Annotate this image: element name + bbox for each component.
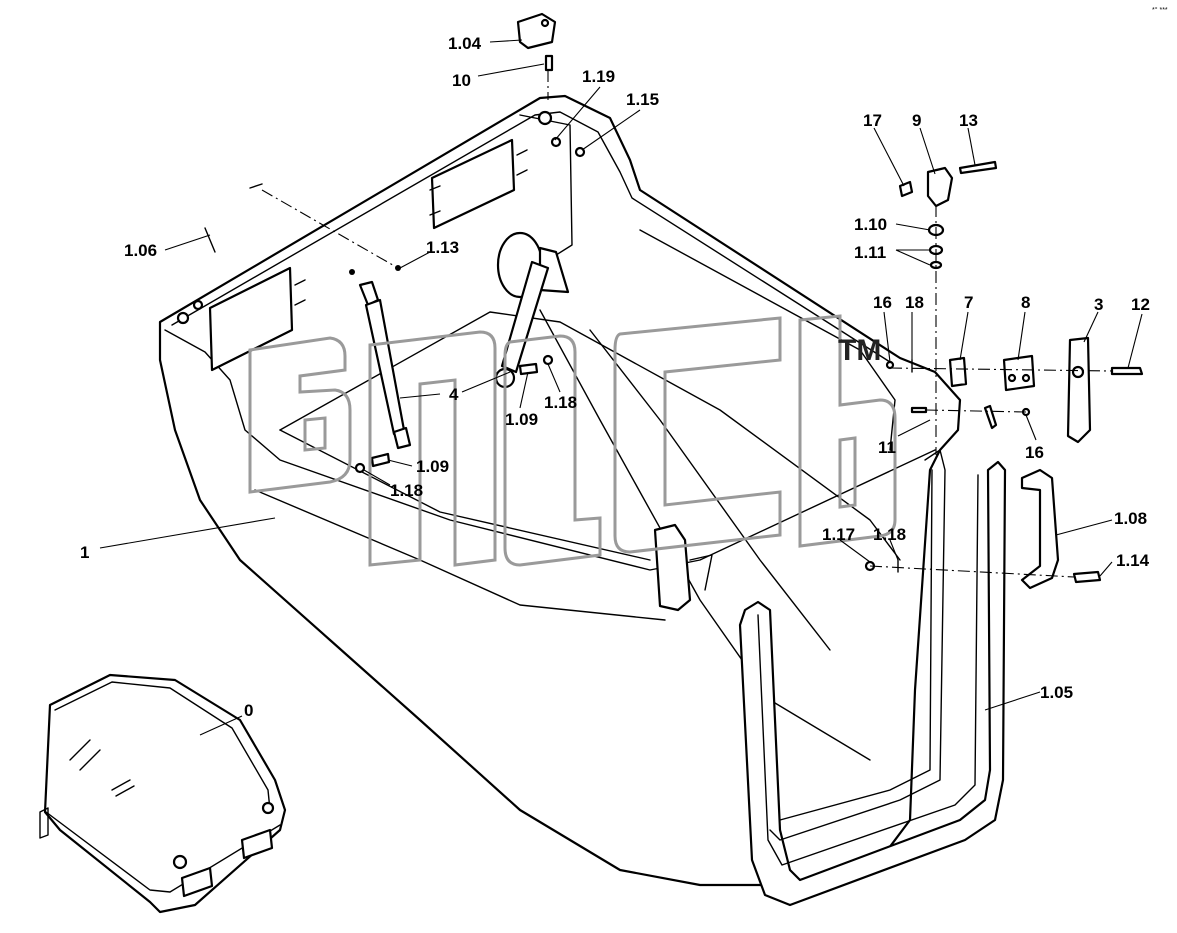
latch-assembly <box>898 160 998 270</box>
collector-side-crease <box>254 489 666 621</box>
part-12-bolt <box>1110 366 1144 376</box>
callout-8: 8 <box>1021 293 1030 312</box>
cover <box>39 673 287 914</box>
callout-1-13: 1.13 <box>426 238 459 257</box>
callout-1-10: 1.10 <box>854 215 887 234</box>
callout-12: 12 <box>1131 295 1150 314</box>
seal-outer <box>738 460 1007 907</box>
callout-1-18-right: 1.18 <box>873 525 906 544</box>
watermark-trademark: TM <box>838 334 881 367</box>
collector-floor <box>279 311 901 561</box>
part-11-pin <box>983 404 998 430</box>
callout-1-17: 1.17 <box>822 525 855 544</box>
callout-1: 1 <box>80 543 89 562</box>
callout-13: 13 <box>959 111 978 130</box>
screw-1-09-upper <box>518 362 539 376</box>
collector-inner-diagonal <box>539 309 871 761</box>
callout-1-18-upper: 1.18 <box>544 393 577 412</box>
callout-1-09-lower: 1.09 <box>416 457 449 476</box>
assembly-lines <box>261 70 1113 578</box>
gas-strut-right <box>494 231 570 389</box>
hinge-group <box>885 336 1144 444</box>
door-seal-frame <box>738 449 1007 907</box>
callout-0: 0 <box>244 701 253 720</box>
callout-10: 10 <box>452 71 471 90</box>
latch-9 <box>926 166 954 208</box>
callout-11: 11 <box>878 438 896 457</box>
cover-outline <box>43 673 287 914</box>
callout-4: 4 <box>449 385 459 404</box>
gas-strut-left <box>358 280 412 450</box>
callout-9: 9 <box>912 111 921 130</box>
callout-1-19: 1.19 <box>582 67 615 86</box>
callout-17: 17 <box>863 111 882 130</box>
collector-rim-inner <box>171 111 891 363</box>
callout-3: 3 <box>1094 295 1103 314</box>
part-8-hinge <box>1002 354 1036 392</box>
callout-1-06: 1.06 <box>124 241 157 260</box>
callout-1-11: 1.11 <box>854 243 886 262</box>
handle <box>1020 468 1060 590</box>
watermark-logo <box>248 314 897 567</box>
callout-labels: 1.04 10 1.19 1.15 1.06 1.13 4 1.09 1.18 … <box>80 34 1150 720</box>
callout-1-08: 1.08 <box>1114 509 1147 528</box>
seal-inner <box>757 474 979 866</box>
callout-1-05: 1.05 <box>1040 683 1073 702</box>
callout-7: 7 <box>964 293 973 312</box>
callout-1-18-lower: 1.18 <box>390 481 423 500</box>
callout-1-09-upper: 1.09 <box>505 410 538 429</box>
bracket-1-04 <box>516 12 557 72</box>
collector-front-crease <box>589 329 831 651</box>
callout-1-15: 1.15 <box>626 90 659 109</box>
corner-mark: *° *** <box>1152 6 1168 14</box>
collector-floor-front <box>279 429 651 561</box>
part-7-plate <box>948 356 968 388</box>
screw-1-09-lower <box>370 452 391 468</box>
callout-18: 18 <box>905 293 924 312</box>
callout-1-04: 1.04 <box>448 34 482 53</box>
collector-front-edge <box>639 229 896 451</box>
vent-window-1 <box>208 266 294 372</box>
callout-16-upper: 16 <box>873 293 892 312</box>
vent-window-2 <box>430 138 516 230</box>
callout-1-14: 1.14 <box>1116 551 1150 570</box>
callout-16-lower: 16 <box>1025 443 1044 462</box>
frame-inner <box>769 449 946 841</box>
part-3-arm <box>1066 336 1092 444</box>
leader-lines <box>99 39 1143 736</box>
frame-inner-2 <box>779 469 933 821</box>
